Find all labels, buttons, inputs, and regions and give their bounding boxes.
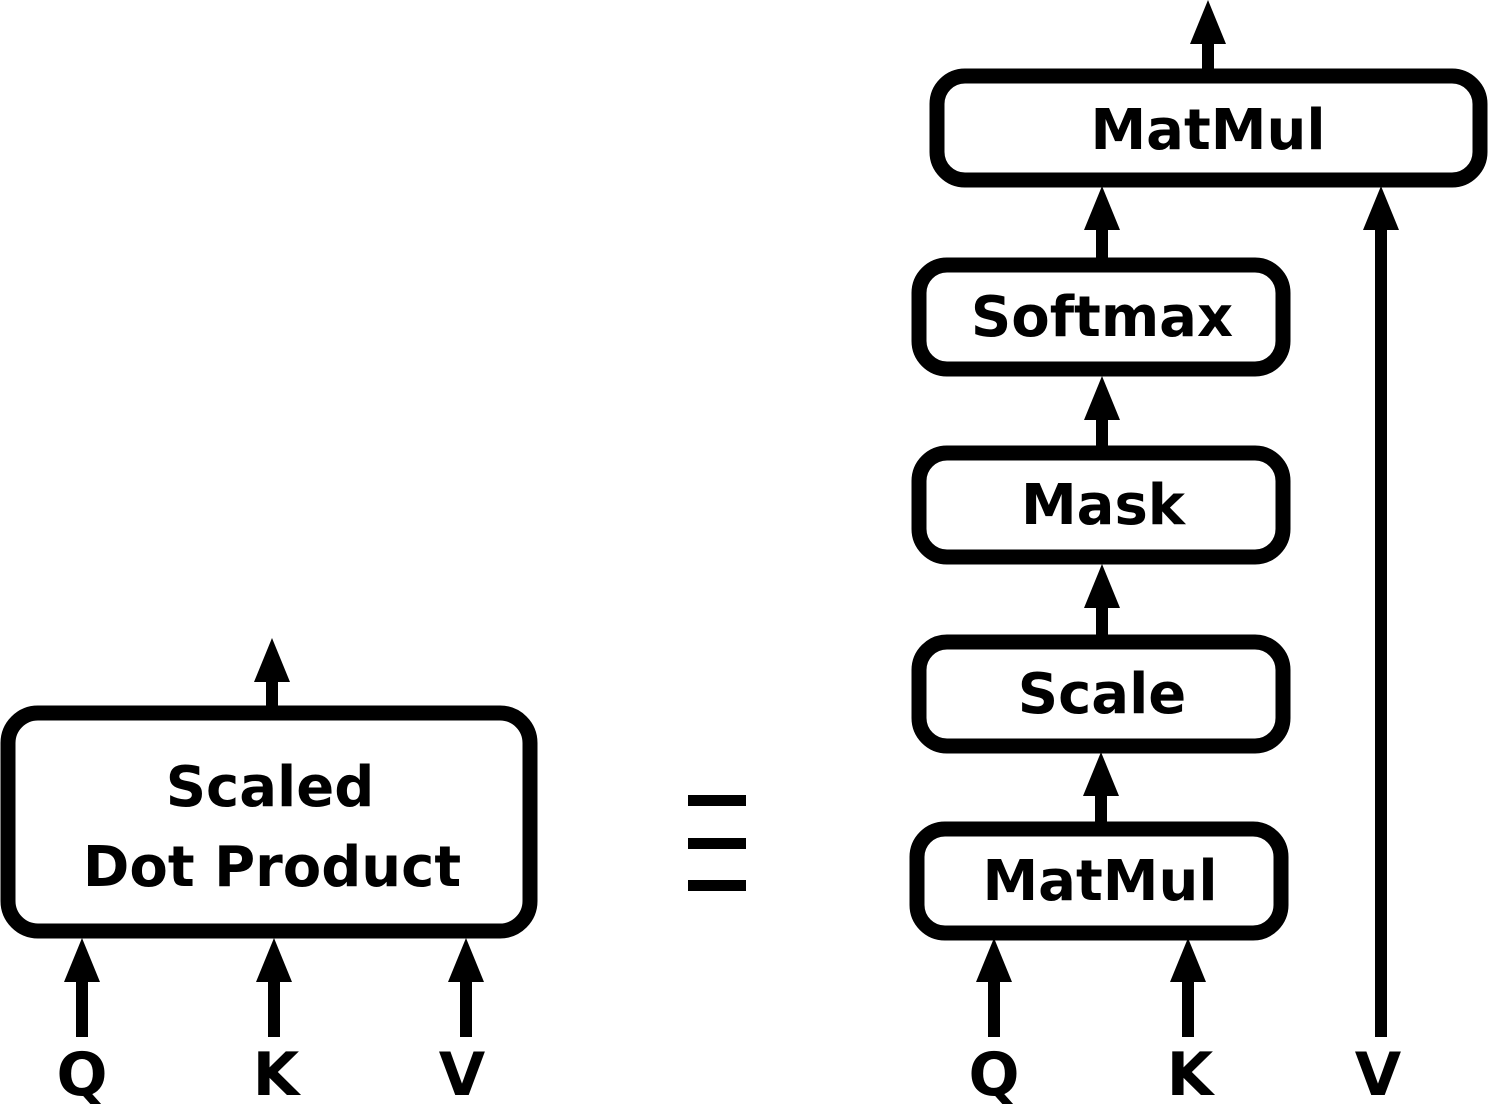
arrow-scale-to-mask [1084, 564, 1120, 642]
softmax-label: Softmax [971, 285, 1233, 350]
mask-block: Mask [911, 445, 1291, 565]
scaled-dot-product-label-line1: Scaled [166, 755, 375, 820]
left-input-arrow-k [256, 938, 292, 1037]
arrow-matmul-to-scale [1083, 752, 1119, 829]
scaled-dot-product-label-line2: Dot Product [83, 835, 461, 900]
right-output-arrow [1190, 0, 1226, 76]
left-input-label-k: K [253, 1040, 302, 1110]
softmax-block: Softmax [911, 257, 1291, 377]
right-input-label-k: K [1167, 1040, 1216, 1110]
arrow-mask-to-softmax [1084, 376, 1120, 453]
top-matmul-label: MatMul [1090, 98, 1325, 163]
scaled-dot-product-block: Scaled Dot Product [0, 705, 538, 939]
right-input-label-v: V [1355, 1040, 1402, 1110]
mask-label: Mask [1021, 473, 1187, 538]
right-input-arrow-q [976, 938, 1012, 1037]
bottom-matmul-block: MatMul [909, 821, 1289, 941]
equivalence-icon [688, 795, 746, 891]
bottom-matmul-label: MatMul [982, 849, 1217, 914]
left-input-label-v: V [439, 1040, 486, 1110]
top-matmul-block: MatMul [929, 68, 1488, 188]
scale-label: Scale [1018, 662, 1187, 727]
left-input-label-q: Q [56, 1040, 107, 1110]
scale-block: Scale [911, 634, 1291, 754]
right-input-arrow-v [1363, 186, 1399, 1037]
right-input-label-q: Q [968, 1040, 1019, 1110]
left-input-arrow-v [448, 938, 484, 1037]
arrow-softmax-to-matmul [1084, 186, 1120, 265]
left-output-arrow [254, 638, 290, 713]
left-input-arrow-q [64, 938, 100, 1037]
right-input-arrow-k [1170, 938, 1206, 1037]
